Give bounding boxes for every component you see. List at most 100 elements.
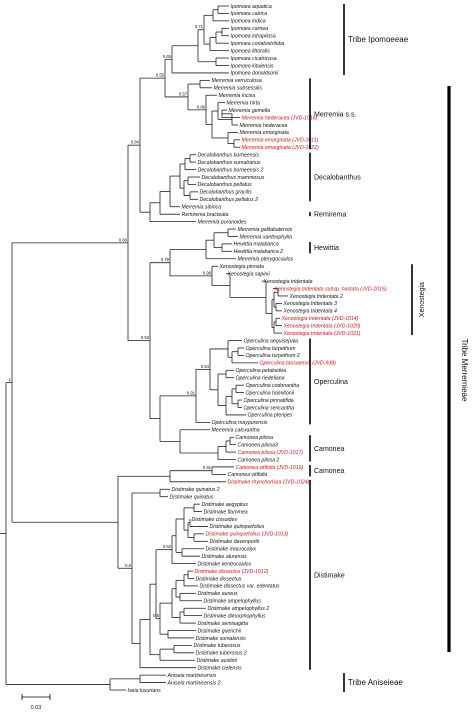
scale-bar-label: 0.03 — [31, 705, 42, 711]
taxon-label: Ipomoea coriatostriloba — [231, 41, 285, 47]
taxon-label: Merremia calcxantha — [212, 428, 260, 434]
clade-label: Camonea — [314, 446, 344, 453]
taxon-label: Camonea pilosa3 — [238, 442, 278, 448]
taxon-label: Camonea pilosa (JVD-1017) — [238, 450, 304, 456]
taxon-label: Remirema bracteata — [182, 212, 229, 218]
taxon-label: Iseia luxurians — [128, 688, 162, 694]
taxon-label: Camonea pilosa 2 — [238, 457, 280, 463]
taxon-label: Distimake dissectus var. edentatus — [200, 584, 280, 590]
taxon-label: Xenostegia pinnata — [219, 264, 265, 270]
taxon-label: Xenostegia tridentata 3 — [283, 301, 337, 307]
taxon-label: Hewittia malabarica 2 — [234, 249, 284, 255]
taxon-label: Operculina tansaensis (JVD-938) — [260, 361, 337, 367]
taxon-label: Distimake aegyptius — [202, 502, 249, 508]
taxon-label: Aniseia martinicensis — [167, 673, 217, 679]
support-value: 1 — [9, 377, 12, 382]
taxon-label: Ipomoea littoralis — [231, 48, 271, 54]
taxon-label: Camonea vitifolia — [228, 472, 268, 478]
support-values: 0.710.650.860.570.550.840.980.790.640.91… — [9, 24, 212, 618]
support-value: 0.91 — [187, 390, 196, 395]
taxon-label: Camonea vitifolia (JVD-1019) — [236, 465, 304, 471]
taxon-label: Operculina turpethum — [246, 346, 297, 352]
taxon-label: Merremia emarginata (JVD-1011) — [242, 138, 319, 144]
taxon-label: Ipomoea carnea — [231, 26, 269, 32]
taxon-label: Xenostegia tridentata (JVD-1014) — [281, 316, 359, 322]
taxon-label: Distimake ampelophyllus — [204, 599, 262, 605]
taxon-label: Decalobanthus mammosus — [202, 175, 265, 181]
taxon-label: Distimake rhynchorhiza (JVD-1024) — [228, 480, 310, 486]
support-value: 0.6 — [125, 563, 131, 568]
taxon-label: Hewittia malabarica — [234, 242, 279, 248]
taxon-label: Merremia xanthophylla — [240, 234, 293, 240]
taxon-label: Merremia galilabatensis — [238, 227, 293, 233]
taxon-label: Xenostegia tridentata subsp. hastata (JV… — [274, 286, 387, 292]
taxon-label: Operculina pinnatifida — [244, 398, 294, 404]
taxon-label: Distimake aturensis — [202, 554, 248, 560]
taxon-label: Decalobanthus borneensis — [198, 152, 260, 158]
taxon-label: Ipomoea kituiensis — [231, 63, 274, 69]
taxon-label: Distimake cissoides — [192, 517, 238, 523]
taxon-label: Decalobanthus gracilis — [200, 190, 253, 196]
clade-label: Tribe Aniseieae — [348, 678, 403, 687]
taxon-label: Ipomoea donaldsonii — [231, 71, 280, 77]
taxon-label: Distimake semisagitta — [198, 621, 249, 627]
taxon-label: Distimake kentrocaulos — [198, 561, 252, 567]
taxon-label: Distimake dimorphophyllus — [204, 613, 266, 619]
taxon-label: Merremia gemella — [229, 108, 271, 114]
taxon-label: Aniseia martinicensis 2 — [167, 680, 221, 686]
taxon-label: Decalobanthus sumatranus — [198, 160, 262, 166]
support-value: 0.86 — [197, 104, 206, 109]
support-value: 0.98 — [203, 270, 212, 275]
taxon-label: Merremia hirta — [227, 100, 261, 106]
support-value: 0.53 — [141, 335, 150, 340]
taxon-label: Operculina pteripes — [248, 413, 293, 419]
taxon-label: Merremia pterygocaulos — [238, 257, 294, 263]
taxon-label: Distimake quinatus — [170, 494, 214, 500]
support-value: 0.62 — [163, 544, 172, 549]
taxon-label: Distimake quinatus 2 — [172, 487, 220, 493]
support-value: 0.71 — [195, 24, 204, 29]
taxon-label: Distimake quinquefolius (JVD-1013) — [206, 532, 289, 538]
taxon-label: Camonea pilosa — [236, 435, 274, 441]
clade-label: Hewittia — [314, 245, 339, 252]
support-value: 0.5 — [153, 613, 159, 618]
taxon-label: Distimake austinii — [197, 658, 238, 664]
taxon-label: Operculina riedeliana — [236, 376, 285, 382]
taxon-label: Ipomoea cairica — [231, 11, 268, 17]
taxon-label: Operculina sericantha — [244, 405, 295, 411]
tree-branches — [0, 5, 288, 691]
taxon-label: Distimake guerichii — [198, 628, 242, 634]
taxon-label: Distimake tuberosus — [194, 643, 241, 649]
taxon-label: Merremia verruculosa — [212, 78, 262, 84]
taxon-label: Distimake ampelophyllus 2 — [208, 606, 270, 612]
taxon-label: Decalobanthus peltatus — [198, 182, 253, 188]
taxon-label: Distimake quinquefolius — [210, 524, 265, 530]
taxon-label: Merremia hederacea — [240, 123, 288, 129]
tribe-merremieae-label: Tribe Merremieae — [460, 339, 469, 402]
clade-label: Camonea — [314, 468, 344, 475]
taxon-label: Merremia incisa — [219, 93, 256, 99]
taxon-label: Distimake macrocalyx — [206, 547, 257, 553]
taxon-label: Merremia subsessilis — [214, 86, 263, 92]
taxon-label: Ipomoea cicatricosa — [231, 56, 277, 62]
support-value: 0.65 — [163, 54, 172, 59]
taxon-label: Merremia emarginata (JVD-1022) — [242, 145, 320, 151]
scale-bar: 0.03 — [21, 694, 51, 711]
taxon-label: Xenostegia tridentata 4 — [283, 309, 337, 315]
taxon-label: Xenostegia tridentata (JVD-1021) — [283, 331, 361, 337]
clade-label: Operculina — [314, 379, 348, 386]
taxon-label: Operculina maypurensis — [212, 420, 268, 426]
clade-label: Decalobanthus — [314, 175, 361, 182]
taxon-label: Ipomoea indica — [231, 19, 266, 25]
taxon-label: Ipomoea aquatica — [231, 4, 272, 10]
support-value: 0.55 — [156, 73, 165, 78]
support-value: 0.79 — [161, 257, 170, 262]
taxon-label: Merremia sibirica — [182, 205, 222, 211]
taxon-label: Xenostegia tridentata (JVD-1020) — [283, 323, 361, 329]
taxon-label: Operculina turpethum 2 — [246, 353, 300, 359]
clade-label: Remirema — [314, 212, 346, 219]
support-value: 0.57 — [179, 91, 188, 96]
